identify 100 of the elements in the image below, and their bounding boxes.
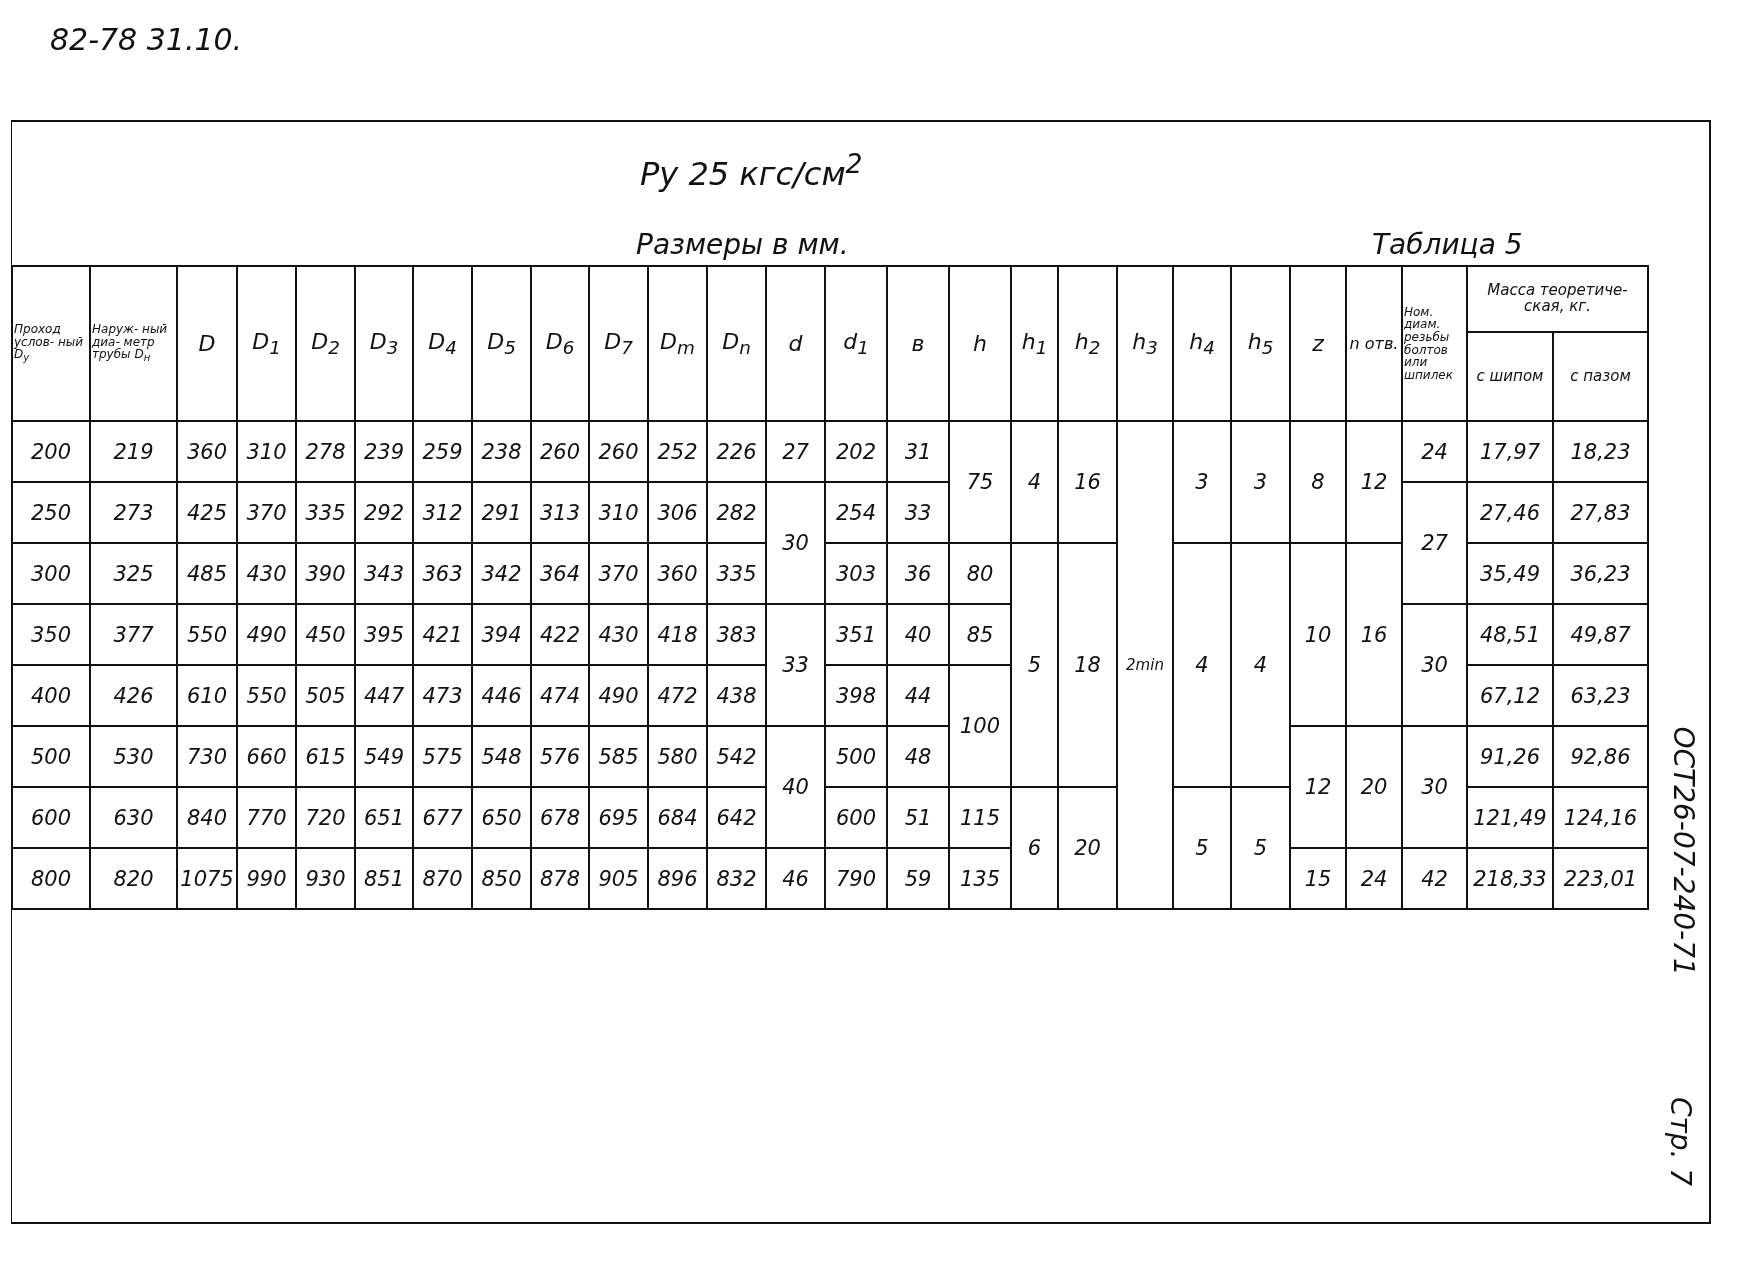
- table-cell: 421: [413, 604, 472, 665]
- table-cell: 990: [237, 848, 296, 909]
- table-cell: 832: [707, 848, 766, 909]
- table-cell: 24: [1402, 421, 1467, 482]
- table-cell: 905: [589, 848, 648, 909]
- column-header: D$_{6}$: [531, 266, 589, 421]
- table-cell: 27,83: [1553, 482, 1648, 543]
- column-header: D$_{3}$: [355, 266, 413, 421]
- column-header: D$_{5}$: [472, 266, 531, 421]
- table-cell: 17,97: [1467, 421, 1553, 482]
- table-cell: 790: [825, 848, 887, 909]
- table-cell: 485: [177, 543, 237, 604]
- table-cell: 770: [237, 787, 296, 848]
- table-cell: 92,86: [1553, 726, 1648, 787]
- table-cell: 390: [296, 543, 355, 604]
- table-cell: 310: [589, 482, 648, 543]
- table-cell: 422: [531, 604, 589, 665]
- table-cell: 720: [296, 787, 355, 848]
- table-cell: 312: [413, 482, 472, 543]
- table-cell: 530: [90, 726, 177, 787]
- column-header: h$_{1}$: [1011, 266, 1058, 421]
- table-cell: 400: [12, 665, 90, 726]
- table-cell: 395: [355, 604, 413, 665]
- column-header: h$_{4}$: [1173, 266, 1231, 421]
- table-cell: 351: [825, 604, 887, 665]
- table-cell: 548: [472, 726, 531, 787]
- table-cell: 63,23: [1553, 665, 1648, 726]
- table-cell: 474: [531, 665, 589, 726]
- table-cell: 259: [413, 421, 472, 482]
- column-header: Проход услов- ный D$_{у}$: [12, 266, 90, 421]
- table-cell: 343: [355, 543, 413, 604]
- table-cell: 8: [1290, 421, 1346, 543]
- table-cell: 684: [648, 787, 707, 848]
- table-cell: 59: [887, 848, 949, 909]
- table-cell: 4: [1231, 543, 1290, 787]
- table-cell: 430: [237, 543, 296, 604]
- table-cell: 447: [355, 665, 413, 726]
- column-header: h$_{2}$: [1058, 266, 1117, 421]
- handwritten-note: 82-78 31.10.: [50, 22, 243, 57]
- table-cell: 610: [177, 665, 237, 726]
- table-cell: 542: [707, 726, 766, 787]
- table-cell: 238: [472, 421, 531, 482]
- table-cell: 550: [177, 604, 237, 665]
- table-cell: 219: [90, 421, 177, 482]
- table-cell: 4: [1011, 421, 1058, 543]
- column-header: D: [177, 266, 237, 421]
- table-cell: 678: [531, 787, 589, 848]
- table-cell: 239: [355, 421, 413, 482]
- table-cell: 300: [12, 543, 90, 604]
- table-cell: 630: [90, 787, 177, 848]
- column-header: D$_{m}$: [648, 266, 707, 421]
- table-cell: 40: [887, 604, 949, 665]
- table-cell: 5: [1011, 543, 1058, 787]
- table-cell: 360: [177, 421, 237, 482]
- table-cell: 398: [825, 665, 887, 726]
- table-cell: 450: [296, 604, 355, 665]
- table-cell: 10: [1290, 543, 1346, 726]
- table-cell: 3: [1231, 421, 1290, 543]
- table-cell: 16: [1058, 421, 1117, 543]
- units-note: Размеры в мм.: [636, 228, 849, 261]
- table-cell: 325: [90, 543, 177, 604]
- column-header: D$_{n}$: [707, 266, 766, 421]
- table-cell: 730: [177, 726, 237, 787]
- table-cell: 650: [472, 787, 531, 848]
- column-header: D$_{1}$: [237, 266, 296, 421]
- column-header: с пазом: [1553, 332, 1648, 421]
- table-cell: 115: [949, 787, 1011, 848]
- table-cell: 850: [472, 848, 531, 909]
- table-cell: 585: [589, 726, 648, 787]
- table-cell: 363: [413, 543, 472, 604]
- table-cell: 46: [766, 848, 825, 909]
- table-cell: 580: [648, 726, 707, 787]
- table-cell: 473: [413, 665, 472, 726]
- table-cell: 121,49: [1467, 787, 1553, 848]
- table-cell: 260: [589, 421, 648, 482]
- table-cell: 252: [648, 421, 707, 482]
- table-cell: 549: [355, 726, 413, 787]
- table-cell: 200: [12, 421, 90, 482]
- table-cell: 851: [355, 848, 413, 909]
- table-cell: 75: [949, 421, 1011, 543]
- column-header: с шипом: [1467, 332, 1553, 421]
- table-cell: 31: [887, 421, 949, 482]
- table-cell: 364: [531, 543, 589, 604]
- table-cell: 2min: [1117, 421, 1173, 909]
- table-cell: 80: [949, 543, 1011, 604]
- table-cell: 42: [1402, 848, 1467, 909]
- table-cell: 67,12: [1467, 665, 1553, 726]
- column-header: h: [949, 266, 1011, 421]
- table-cell: 651: [355, 787, 413, 848]
- table-cell: 27: [766, 421, 825, 482]
- table-cell: 226: [707, 421, 766, 482]
- table-cell: 51: [887, 787, 949, 848]
- table-cell: 615: [296, 726, 355, 787]
- table-cell: 4: [1173, 543, 1231, 787]
- table-cell: 33: [766, 604, 825, 726]
- column-header: в: [887, 266, 949, 421]
- table-cell: 575: [413, 726, 472, 787]
- table-cell: 313: [531, 482, 589, 543]
- table-cell: 303: [825, 543, 887, 604]
- table-cell: 254: [825, 482, 887, 543]
